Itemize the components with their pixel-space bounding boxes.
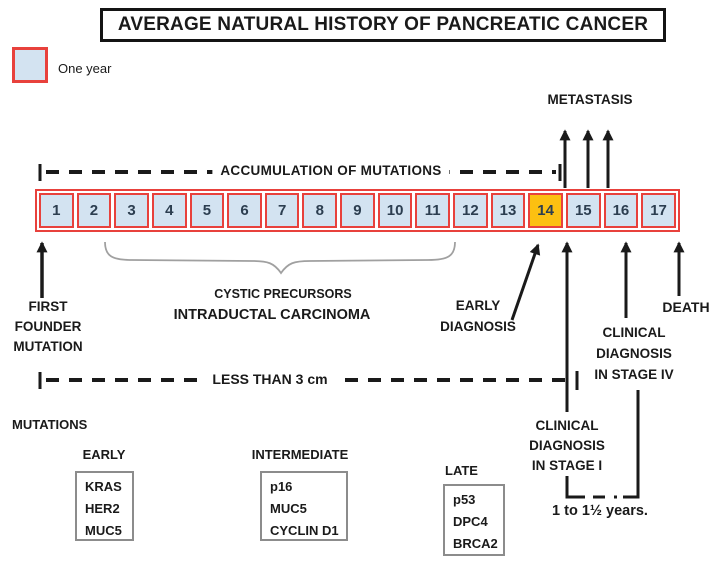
one-year-legend-label: One year (58, 61, 112, 76)
less-than-3cm-label: LESS THAN 3 cm (204, 371, 336, 387)
stage1-line2: DIAGNOSIS (529, 438, 605, 453)
year-cell-13: 13 (490, 193, 526, 228)
mutations-heading: MUTATIONS (12, 417, 88, 432)
year-cell-2: 2 (76, 193, 112, 228)
gene-muc5-early: MUC5 (85, 523, 122, 538)
early-diagnosis-line1: EARLY (455, 298, 501, 313)
interval-bracket-left (565, 476, 585, 499)
stage4-line2: DIAGNOSIS (596, 346, 672, 361)
first-founder-line1: FIRST (28, 299, 68, 314)
year-cell-17: 17 (641, 193, 676, 228)
mutations-early-label: EARLY (82, 447, 126, 462)
mutations-late-box: p53 DPC4 BRCA2 (443, 484, 505, 556)
year-cell-5: 5 (189, 193, 225, 228)
page-title-text: AVERAGE NATURAL HISTORY OF PANCREATIC CA… (117, 14, 649, 35)
year-cell-8: 8 (302, 193, 338, 228)
gene-kras: KRAS (85, 479, 122, 494)
stage4-line1: CLINICAL (602, 325, 666, 340)
one-year-legend-swatch (12, 47, 48, 83)
page-title: AVERAGE NATURAL HISTORY OF PANCREATIC CA… (100, 8, 666, 42)
mutations-late-label: LATE (445, 463, 478, 478)
first-founder-label: FIRST FOUNDER MUTATION (0, 297, 96, 357)
mutations-intermediate-label: INTERMEDIATE (251, 447, 349, 462)
gene-dpc4: DPC4 (453, 514, 488, 529)
mutations-intermediate-box: p16 MUC5 CYCLIN D1 (260, 471, 348, 541)
clinical-stage1-label: CLINICAL DIAGNOSIS IN STAGE I (529, 416, 605, 476)
year-cell-7: 7 (264, 193, 300, 228)
year-cell-9: 9 (340, 193, 375, 228)
accumulation-label: ACCUMULATION OF MUTATIONS (212, 163, 450, 178)
gene-p53: p53 (453, 492, 476, 507)
year-cell-16: 16 (603, 193, 639, 228)
year-cell-12: 12 (453, 193, 488, 228)
year-cell-3: 3 (114, 193, 149, 228)
gene-cyclin-d1: CYCLIN D1 (270, 523, 339, 538)
year-cell-1: 1 (39, 193, 74, 228)
cystic-precursors-brace (104, 241, 456, 275)
stage-interval-label: 1 to 1½ years. (552, 503, 648, 519)
gene-her2: HER2 (85, 501, 120, 516)
mutations-early-box: KRAS HER2 MUC5 (75, 471, 134, 541)
early-diagnosis-line2: DIAGNOSIS (440, 319, 516, 334)
stage4-line3: IN STAGE IV (594, 367, 674, 382)
stage1-line1: CLINICAL (535, 418, 599, 433)
clinical-stage4-label: CLINICAL DIAGNOSIS IN STAGE IV (594, 322, 673, 385)
death-label: DEATH (662, 299, 710, 315)
first-founder-line2: FOUNDER (14, 319, 82, 334)
year-cell-4: 4 (151, 193, 187, 228)
stage1-line3: IN STAGE I (531, 458, 603, 473)
year-cell-14: 14 (528, 193, 563, 228)
gene-p16: p16 (270, 479, 293, 494)
cystic-precursors-label: CYSTIC PRECURSORS (214, 287, 352, 301)
early-diagnosis-label: EARLY DIAGNOSIS (440, 295, 516, 337)
interval-bracket-right (623, 390, 640, 499)
intraductal-carcinoma-label: INTRADUCTAL CARCINOMA (173, 307, 371, 323)
year-cell-15: 15 (565, 193, 601, 228)
year-cell-11: 11 (415, 193, 451, 228)
first-founder-line3: MUTATION (13, 339, 83, 354)
early-diagnosis-arrow (510, 243, 541, 321)
year-cell-10: 10 (377, 193, 413, 228)
metastasis-label: METASTASIS (547, 92, 633, 107)
gene-brca2: BRCA2 (453, 536, 498, 551)
year-cell-6: 6 (227, 193, 262, 228)
gene-muc5-intermediate: MUC5 (270, 501, 307, 516)
